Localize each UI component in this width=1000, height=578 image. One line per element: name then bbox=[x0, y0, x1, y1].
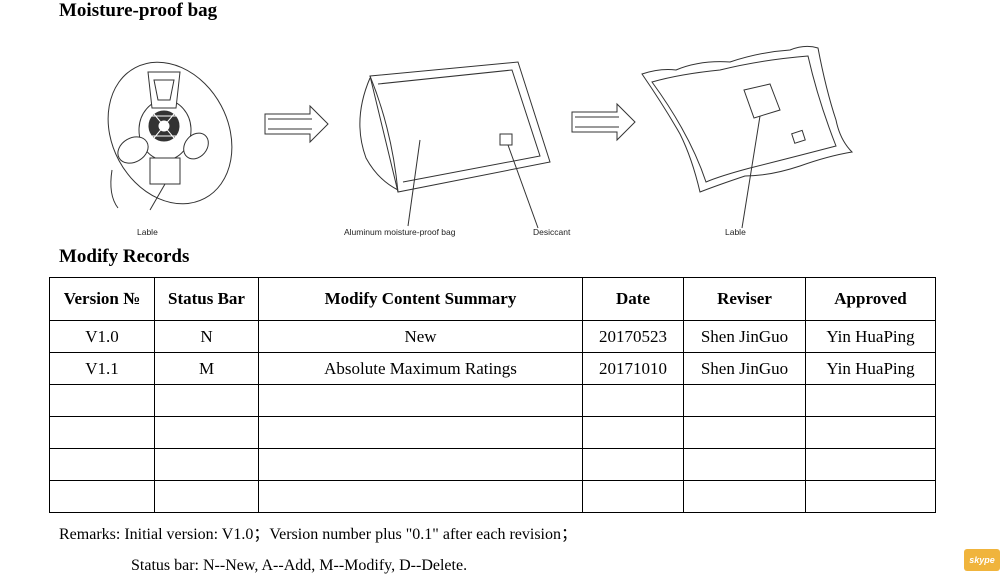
cell-reviser: Shen JinGuo bbox=[683, 352, 806, 385]
remarks-line-2: Status bar: N--New, A--Add, M--Modify, D… bbox=[131, 557, 468, 574]
cell-reviser bbox=[683, 384, 806, 417]
cell-approved bbox=[805, 416, 936, 449]
cell-approved bbox=[805, 480, 936, 513]
sealed-bag-icon bbox=[641, 45, 854, 229]
packaging-diagram bbox=[107, 45, 854, 229]
section-heading-moisture-proof-bag: Moisture-proof bag bbox=[59, 0, 218, 21]
cell-status: M bbox=[154, 352, 259, 385]
skype-icon-text: skype bbox=[969, 555, 995, 565]
cell-summary: Absolute Maximum Ratings bbox=[258, 352, 583, 385]
cell-summary bbox=[258, 416, 583, 449]
table-row bbox=[49, 416, 936, 449]
arrow-right-icon bbox=[571, 102, 636, 142]
cell-date: 20170523 bbox=[582, 320, 684, 353]
cell-approved: Yin HuaPing bbox=[805, 320, 936, 353]
cell-date bbox=[582, 384, 684, 417]
sealed-label-caption: Lable bbox=[725, 227, 746, 237]
cell-approved: Yin HuaPing bbox=[805, 352, 936, 385]
column-header-summary: Modify Content Summary bbox=[258, 277, 583, 321]
table-row: V1.0 N New 20170523 Shen JinGuo Yin HuaP… bbox=[49, 320, 936, 353]
column-header-date: Date bbox=[582, 277, 684, 321]
table-header-row: Version № Status Bar Modify Content Summ… bbox=[49, 277, 936, 321]
desiccant-caption: Desiccant bbox=[533, 227, 571, 237]
section-heading-modify-records: Modify Records bbox=[59, 246, 190, 267]
cell-version bbox=[49, 480, 155, 513]
cell-status: N bbox=[154, 320, 259, 353]
table-row bbox=[49, 384, 936, 417]
cell-reviser: Shen JinGuo bbox=[683, 320, 806, 353]
cell-version bbox=[49, 448, 155, 481]
cell-version bbox=[49, 384, 155, 417]
column-header-reviser: Reviser bbox=[683, 277, 806, 321]
reel-label-caption: Lable bbox=[137, 227, 158, 237]
cell-reviser bbox=[683, 480, 806, 513]
skype-icon[interactable]: skype bbox=[964, 549, 1000, 571]
remarks-line-1: Remarks: Initial version: V1.0；Version n… bbox=[59, 526, 577, 543]
cell-status bbox=[154, 416, 259, 449]
cell-reviser bbox=[683, 448, 806, 481]
modify-records-table: Version № Status Bar Modify Content Summ… bbox=[49, 277, 936, 513]
column-header-approved: Approved bbox=[805, 277, 936, 321]
column-header-version: Version № bbox=[49, 277, 155, 321]
arrow-right-icon bbox=[264, 104, 329, 144]
cell-status bbox=[154, 384, 259, 417]
cell-version bbox=[49, 416, 155, 449]
bag-label-caption: Aluminum moisture-proof bag bbox=[344, 227, 456, 237]
cell-status bbox=[154, 480, 259, 513]
cell-summary: New bbox=[258, 320, 583, 353]
cell-summary bbox=[258, 448, 583, 481]
column-header-status-bar: Status Bar bbox=[154, 277, 259, 321]
cell-version: V1.0 bbox=[49, 320, 155, 353]
cell-status bbox=[154, 448, 259, 481]
cell-date bbox=[582, 480, 684, 513]
cell-reviser bbox=[683, 416, 806, 449]
cell-approved bbox=[805, 448, 936, 481]
cell-summary bbox=[258, 384, 583, 417]
table-row bbox=[49, 448, 936, 481]
table-row: V1.1 M Absolute Maximum Ratings 20171010… bbox=[49, 352, 936, 385]
table-row bbox=[49, 480, 936, 513]
cell-date: 20171010 bbox=[582, 352, 684, 385]
cell-approved bbox=[805, 384, 936, 417]
open-bag-icon bbox=[359, 61, 551, 229]
cell-summary bbox=[258, 480, 583, 513]
reel-icon bbox=[107, 61, 233, 211]
cell-version: V1.1 bbox=[49, 352, 155, 385]
cell-date bbox=[582, 416, 684, 449]
cell-date bbox=[582, 448, 684, 481]
